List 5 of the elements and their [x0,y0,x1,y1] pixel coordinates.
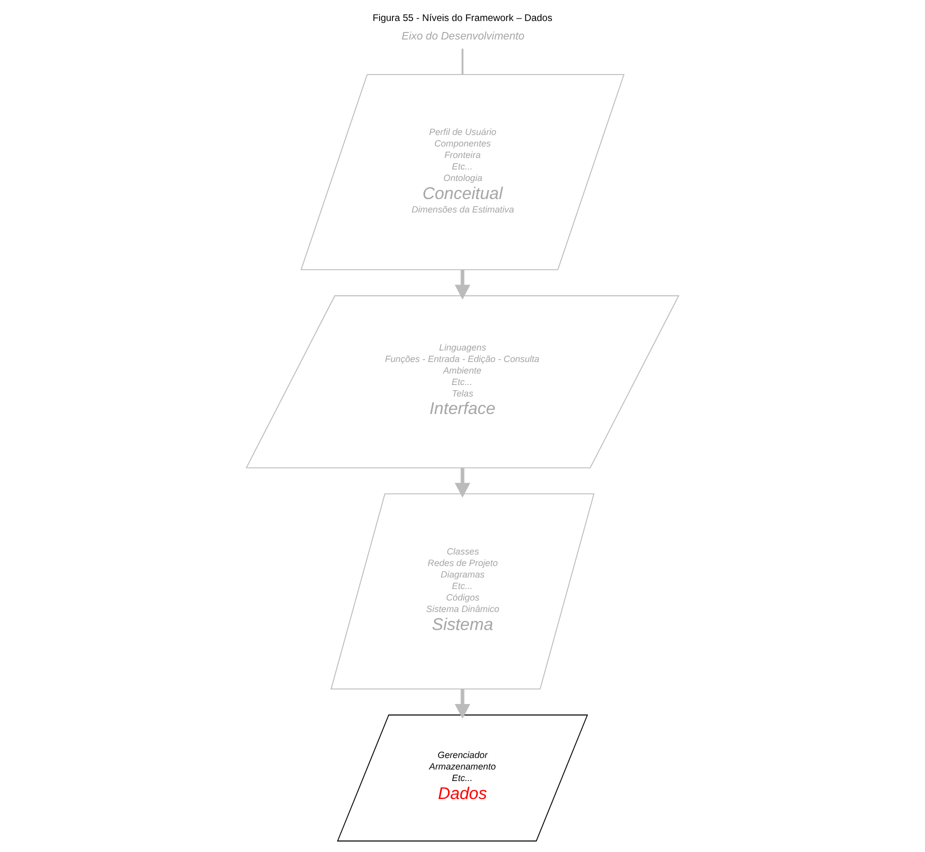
diagram-title: Figura 55 - Níveis do Framework – Dados [372,13,552,24]
arrow [454,468,470,498]
arrow [454,689,470,719]
label: Eixo do Desenvolvimento [402,30,524,43]
arrow [454,270,470,300]
